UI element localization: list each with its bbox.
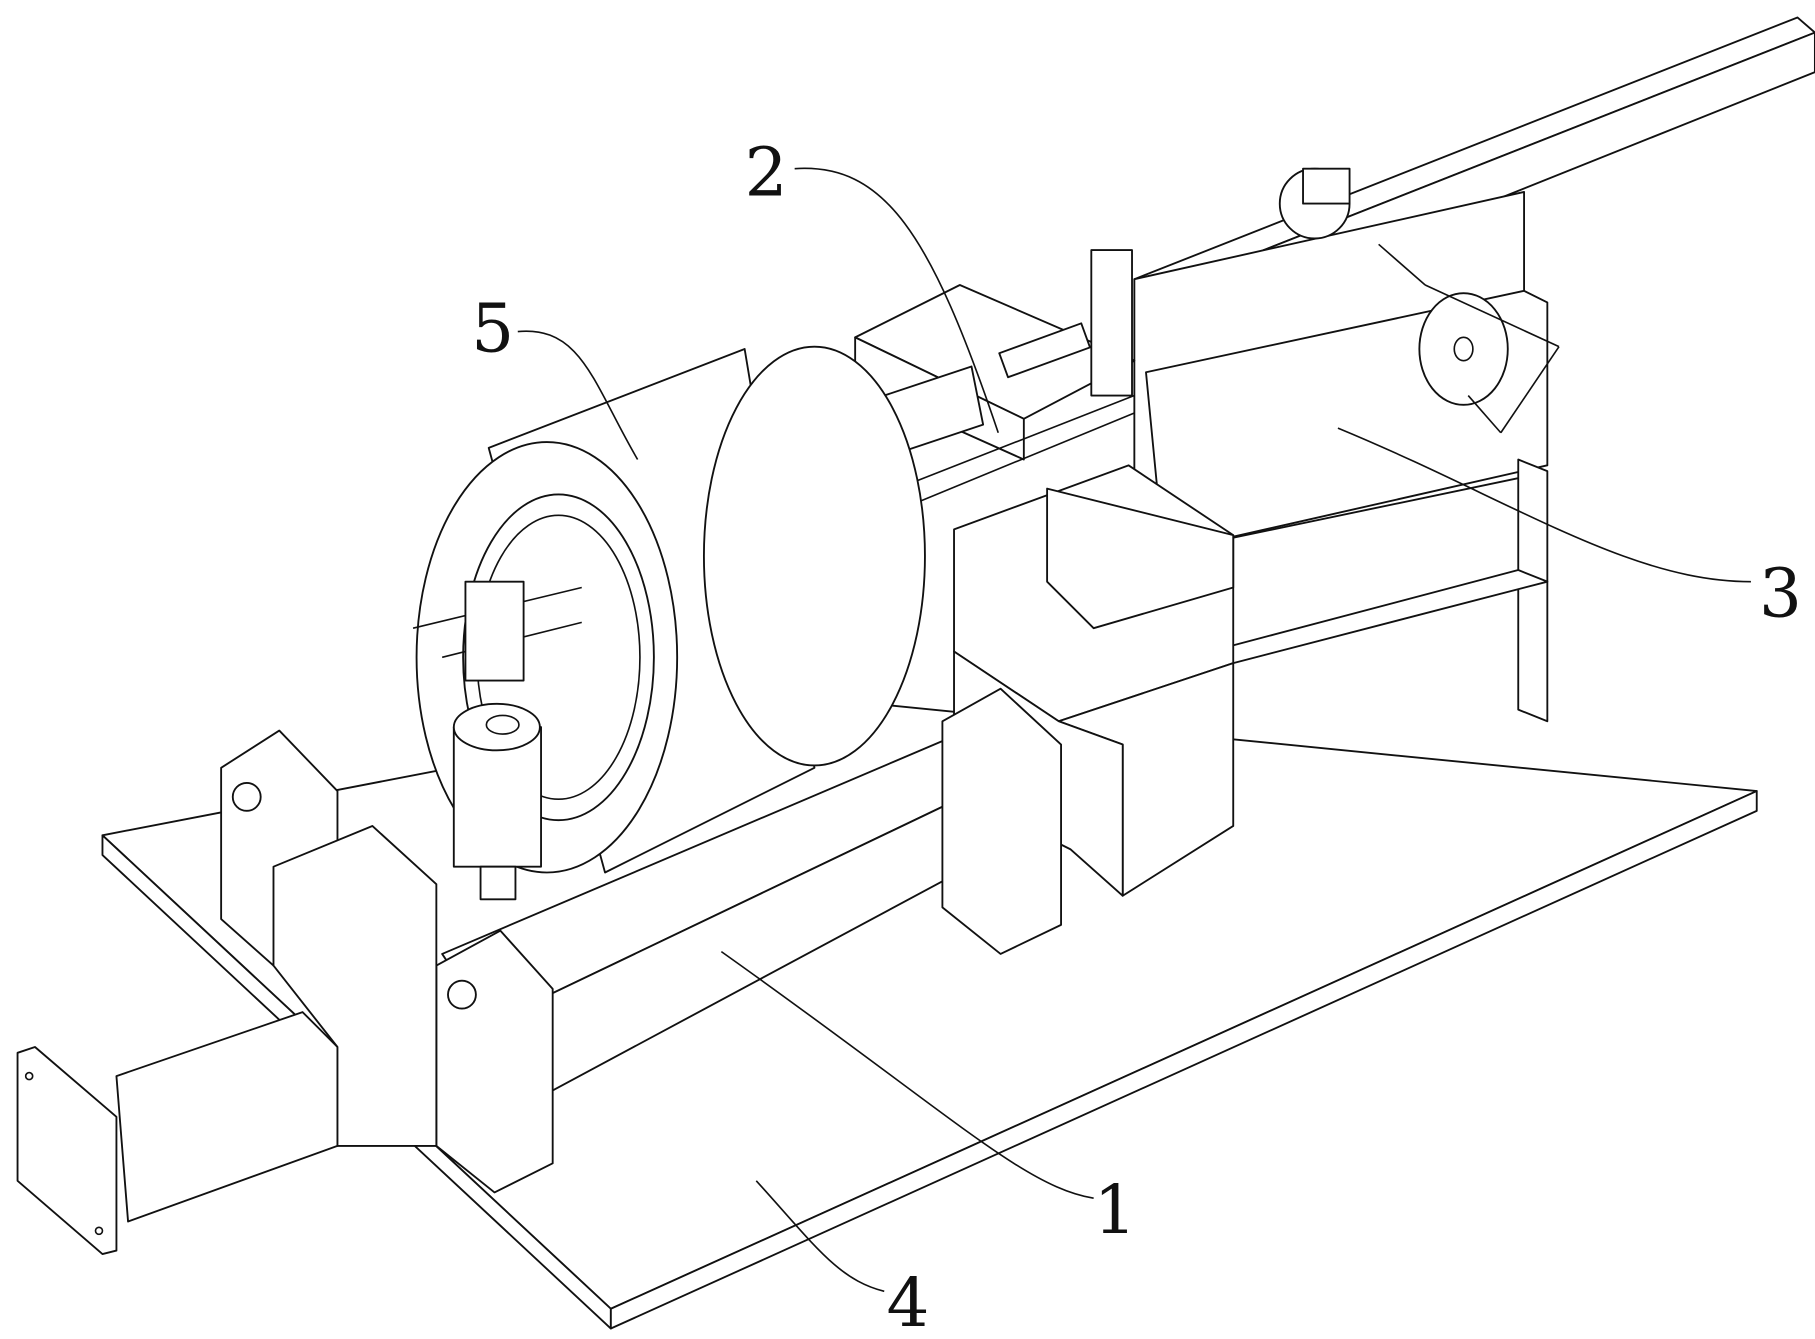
- label-4: 4: [887, 1263, 930, 1339]
- label-5: 5: [471, 288, 514, 367]
- label-2: 2: [745, 132, 788, 211]
- label-3: 3: [1759, 554, 1802, 633]
- motor-top: [1280, 169, 1350, 239]
- label-1: 1: [1094, 1170, 1137, 1249]
